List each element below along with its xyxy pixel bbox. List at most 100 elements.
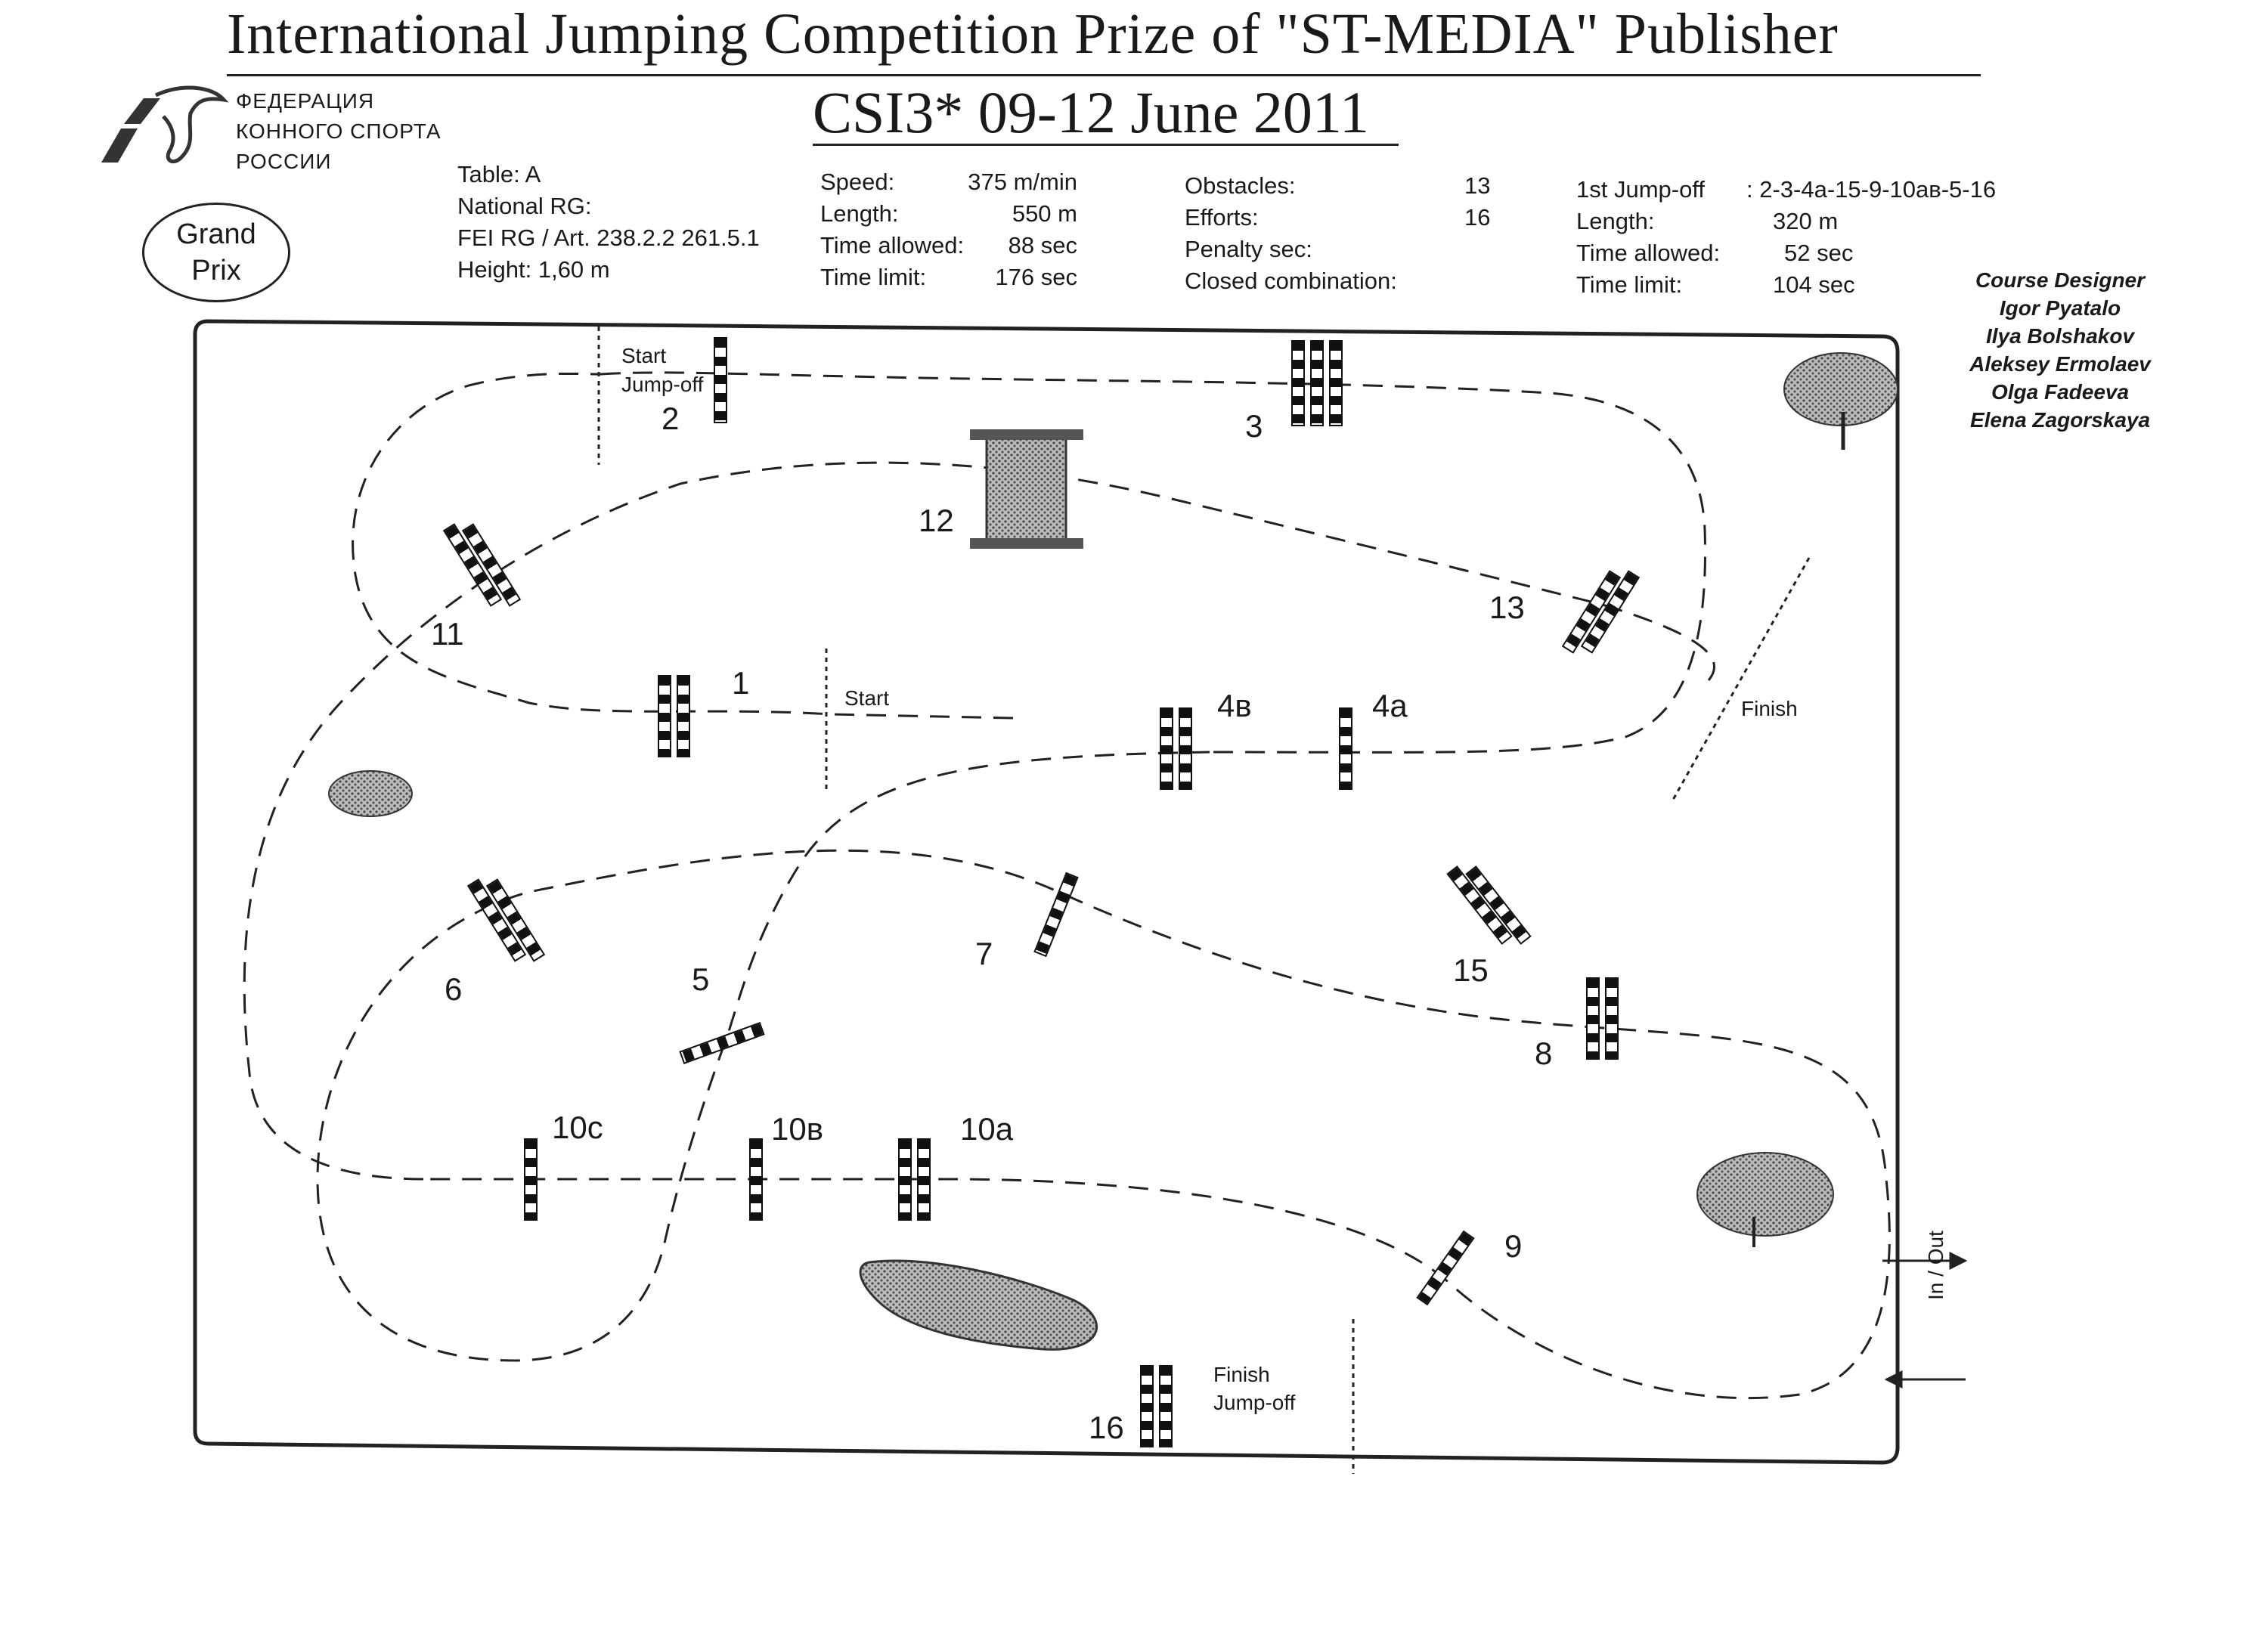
time-allowed-label: Time allowed: <box>820 232 965 259</box>
jump-off-time-allowed-label: Time allowed: <box>1576 240 1721 266</box>
bush-decoration <box>328 770 413 817</box>
obstacle-1 <box>658 675 671 757</box>
obstacle-number: 8 <box>1535 1036 1553 1071</box>
obstacle-number: 6 <box>445 971 463 1007</box>
fei-rg: FEI RG / Art. 238.2.2 261.5.1 <box>457 224 760 251</box>
finish-jumpoff-label: Jump-off <box>1213 1391 1296 1414</box>
table-type: Table: A <box>457 161 541 187</box>
event-badge-line: Grand <box>176 218 256 250</box>
obstacle-number: 4в <box>1217 688 1252 723</box>
course-stats: Speed: 375 m/min Length: 550 m Time allowe… <box>820 166 1077 293</box>
obstacles-label: Obstacles: <box>1185 172 1296 199</box>
closed-combination-label: Closed combination: <box>1185 268 1397 294</box>
obstacle-3-rail <box>1329 340 1343 426</box>
obstacle-number: 1 <box>732 665 750 701</box>
jump-off-label: 1st Jump-off <box>1576 176 1706 203</box>
jump-off-time-limit-value: 104 sec <box>1773 271 1855 298</box>
federation-line: КОННОГО СПОРТА <box>236 119 442 143</box>
jump-off-sequence: : 2-3-4a-15-9-10ав-5-16 <box>1746 176 1997 203</box>
tree-icon <box>1696 1152 1834 1247</box>
arena-border <box>193 319 1900 1465</box>
obstacle-number: 15 <box>1453 952 1489 988</box>
designer-heading: Course Designer <box>1975 268 2146 292</box>
designer-name: Igor Pyatalo <box>1999 296 2121 320</box>
designer-name: Aleksey Ermolaev <box>1969 352 2151 376</box>
obstacle-number: 10c <box>552 1110 603 1145</box>
designer-name: Olga Fadeeva <box>1991 380 2130 404</box>
federation-line: РОССИИ <box>236 150 332 173</box>
finish-label: Finish <box>1741 697 1798 720</box>
course-route <box>243 371 1891 1400</box>
table-info: Table: A National RG: FEI RG / Art. 238.… <box>457 159 760 286</box>
obstacles-value: 13 <box>1464 172 1491 199</box>
penalty-label: Penalty sec: <box>1185 236 1312 262</box>
finish-line <box>1672 557 1811 800</box>
obstacle-4b-rail <box>1179 707 1192 790</box>
obstacle-2 <box>714 337 727 423</box>
water-jump <box>859 1259 1098 1351</box>
obstacle-number: 3 <box>1245 408 1263 444</box>
time-limit-value: 176 sec <box>995 264 1077 290</box>
obstacle-4a <box>1339 707 1352 790</box>
length-label: Length: <box>820 200 899 227</box>
length-value: 550 m <box>1012 200 1077 227</box>
start-label: Start <box>844 686 890 710</box>
obstacle-12 <box>985 433 1067 546</box>
obstacle-number: 12 <box>919 503 954 538</box>
time-limit-label: Time limit: <box>820 264 927 290</box>
obstacle-10a-rail <box>917 1138 931 1221</box>
national-rg: National RG: <box>457 193 592 219</box>
obstacle-12-rail <box>970 538 1083 549</box>
obstacle-number: 2 <box>662 401 680 436</box>
obstacle-3 <box>1291 340 1305 426</box>
obstacle-16 <box>1140 1365 1154 1447</box>
start-jumpoff-label: Start <box>621 344 667 367</box>
obstacle-10b <box>749 1138 763 1221</box>
obstacle-10c <box>524 1138 538 1221</box>
obstacle-number: 13 <box>1489 590 1525 625</box>
event-badge: Grand Prix <box>142 203 290 302</box>
obstacle-4b <box>1160 707 1173 790</box>
designer-name: Elena Zagorskaya <box>1969 408 2151 432</box>
obstacle-number: 10a <box>960 1111 1014 1147</box>
event-badge-line: Prix <box>191 255 241 286</box>
tree-icon <box>1783 352 1898 450</box>
obstacle-12-rail <box>970 429 1083 440</box>
obstacle-number: 16 <box>1089 1410 1124 1445</box>
obstacle-number: 10в <box>771 1111 824 1147</box>
subtitle-underline <box>813 144 1399 146</box>
time-allowed-value: 88 sec <box>1008 232 1077 259</box>
jump-off-length-label: Length: <box>1576 208 1655 234</box>
federation-name: ФЕДЕРАЦИЯ КОННОГО СПОРТА РОССИИ <box>236 86 442 177</box>
efforts-label: Efforts: <box>1185 204 1259 231</box>
title-underline <box>227 74 1981 76</box>
obstacle-number: 9 <box>1504 1228 1523 1264</box>
horse-logo-icon <box>101 85 229 164</box>
jump-off-time-limit-label: Time limit: <box>1576 271 1683 298</box>
obstacle-number: 7 <box>975 936 993 971</box>
competition-subtitle: CSI3* 09-12 June 2011 <box>813 79 1369 145</box>
finish-jumpoff-label: Finish <box>1213 1363 1270 1386</box>
obstacle-height: Height: 1,60 m <box>457 256 610 283</box>
jump-off-time-allowed-value: 52 sec <box>1784 240 1854 266</box>
speed-label: Speed: <box>820 169 895 195</box>
competition-title: International Jumping Competition Prize … <box>227 2 1839 66</box>
obstacle-stats: Obstacles: 13 Efforts: 16 Penalty sec: Clo… <box>1185 170 1490 297</box>
obstacle-8-rail <box>1605 977 1619 1060</box>
start-jumpoff-label: Jump-off <box>621 373 704 396</box>
obstacle-10a <box>898 1138 912 1221</box>
obstacle-3-rail <box>1310 340 1324 426</box>
obstacle-8 <box>1586 977 1600 1060</box>
in-out-label: In / Out <box>1924 1231 1947 1300</box>
obstacle-number: 5 <box>692 961 710 997</box>
obstacle-16-rail <box>1159 1365 1173 1447</box>
obstacle-1-rail <box>677 675 690 757</box>
efforts-value: 16 <box>1464 204 1491 231</box>
jump-off-length-value: 320 m <box>1773 208 1839 234</box>
federation-line: ФЕДЕРАЦИЯ <box>236 89 375 113</box>
obstacle-number: 4a <box>1372 688 1408 723</box>
obstacle-number: 11 <box>431 616 464 652</box>
designer-name: Ilya Bolshakov <box>1985 324 2135 348</box>
speed-value: 375 m/min <box>968 169 1077 195</box>
